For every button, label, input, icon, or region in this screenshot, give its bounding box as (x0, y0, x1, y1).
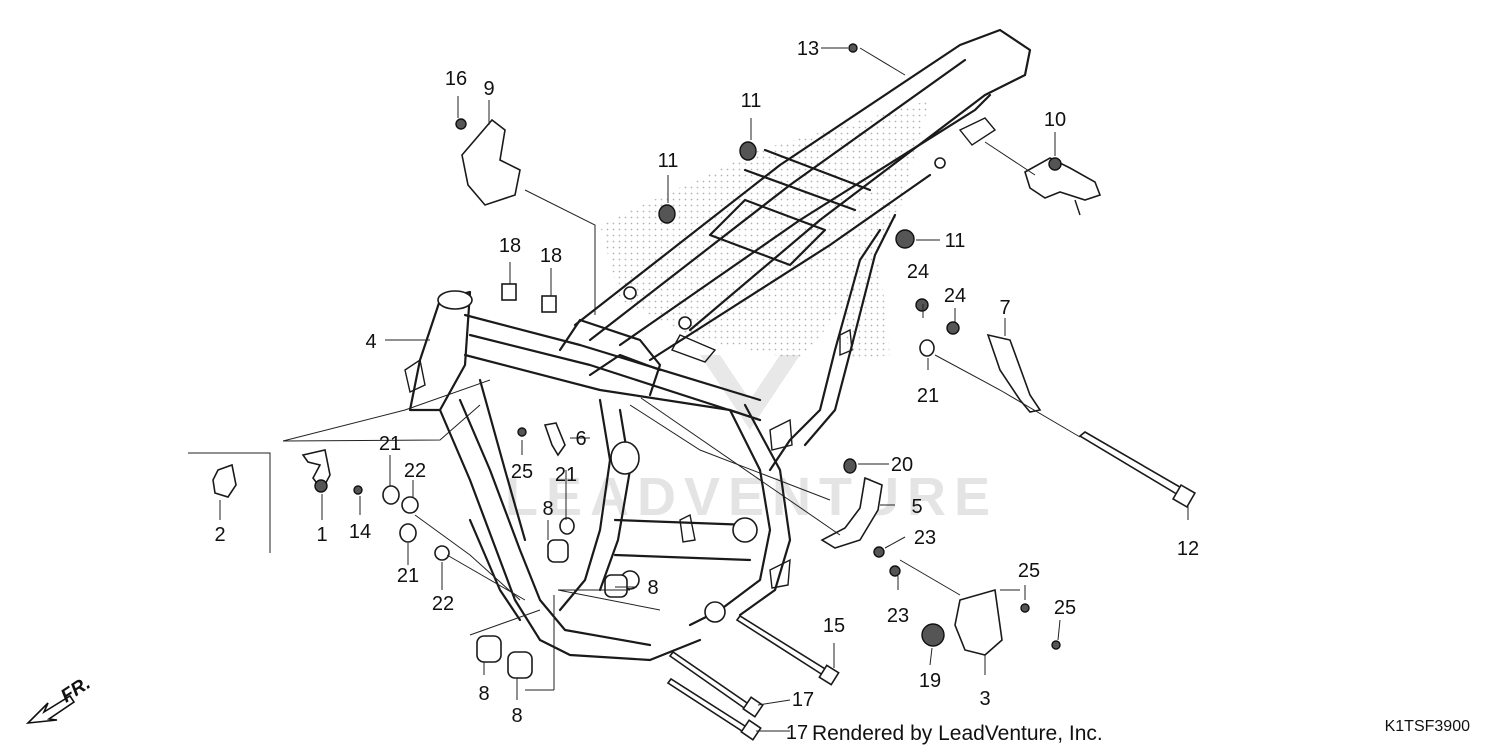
callout-18-a[interactable]: 18 (499, 235, 521, 257)
callout-10[interactable]: 10 (1044, 109, 1066, 131)
parts (212, 43, 1197, 741)
part-10-latch (1024, 157, 1102, 201)
part-22-washer-b (434, 545, 450, 561)
part-21-collar-a (382, 485, 400, 505)
part-3-plate (954, 588, 1003, 656)
part-21-collar-c (559, 517, 575, 535)
callout-6[interactable]: 6 (575, 428, 586, 450)
callout-4[interactable]: 4 (365, 331, 376, 353)
part-9-bracket (461, 118, 521, 206)
watermark: LEADVENTURE (505, 355, 998, 527)
callout-17-b[interactable]: 17 (786, 722, 808, 744)
leader-lines (188, 47, 1189, 732)
part-18-clip-b (541, 295, 557, 313)
part-16-bolt (455, 118, 467, 130)
callout-8-b[interactable]: 8 (647, 577, 658, 599)
callout-12[interactable]: 12 (1177, 538, 1199, 560)
part-17-bolt-a (668, 650, 752, 712)
part-11-grommet-c (895, 229, 915, 249)
part-21-collar-b (399, 523, 417, 543)
part-20-nut (843, 458, 857, 474)
hatch-region (600, 100, 930, 360)
callout-20[interactable]: 20 (891, 454, 913, 476)
part-24-bolt-b (946, 321, 960, 335)
part-19-switch (921, 623, 945, 647)
callout-17-a[interactable]: 17 (792, 689, 814, 711)
part-23-bolt-b (889, 565, 901, 577)
part-18-clip-a (501, 283, 517, 301)
callout-11-b[interactable]: 11 (658, 150, 679, 172)
callout-21-d[interactable]: 21 (917, 385, 939, 407)
part-22-washer-a (401, 496, 419, 514)
main-frame (404, 28, 1032, 662)
callout-5[interactable]: 5 (911, 496, 922, 518)
part-21-collar-d (919, 339, 935, 357)
part-2-clamp (212, 463, 237, 498)
part-24-bolt-a (915, 298, 929, 312)
part-25-screw-c (517, 427, 527, 437)
part-6-clip (543, 422, 566, 457)
part-8-bushing-d (507, 651, 533, 679)
part-12-bolt (1078, 431, 1187, 498)
callout-18-b[interactable]: 18 (540, 245, 562, 267)
callout-8-d[interactable]: 8 (511, 705, 522, 727)
footer-credit: Rendered by LeadVenture, Inc. (812, 722, 1103, 745)
front-direction-arrow: FR. (25, 673, 94, 725)
callout-14[interactable]: 14 (349, 521, 371, 543)
part-11-grommet-b (658, 204, 676, 224)
part-7-plate (986, 333, 1042, 413)
callouts: 1 2 3 4 5 6 7 8 8 8 8 9 10 11 11 11 12 1… (214, 38, 1199, 744)
callout-13[interactable]: 13 (797, 38, 819, 60)
part-15-bolt (735, 614, 832, 679)
callout-3[interactable]: 3 (979, 688, 990, 710)
part-13-bolt (848, 43, 858, 53)
callout-21-c[interactable]: 21 (397, 565, 419, 587)
part-25-screw-a (1020, 603, 1030, 613)
callout-21-a[interactable]: 21 (379, 433, 401, 455)
watermark-text: LEADVENTURE (505, 467, 998, 527)
part-11-grommet-a (739, 141, 757, 161)
callout-21-b[interactable]: 21 (555, 464, 577, 486)
callout-22-a[interactable]: 22 (404, 460, 426, 482)
callout-11-c[interactable]: 11 (945, 230, 966, 252)
callout-9[interactable]: 9 (483, 78, 494, 100)
diagram-code: K1TSF3900 (1385, 718, 1470, 735)
part-25-screw-b (1051, 640, 1061, 650)
callout-7[interactable]: 7 (999, 297, 1010, 319)
callout-16[interactable]: 16 (445, 68, 467, 90)
callout-22-b[interactable]: 22 (432, 593, 454, 615)
callout-8-a[interactable]: 8 (542, 498, 553, 520)
callout-25-a[interactable]: 25 (511, 461, 533, 483)
callout-15[interactable]: 15 (823, 615, 845, 637)
part-8-bushing-a (547, 539, 569, 563)
callout-2[interactable]: 2 (214, 524, 225, 546)
part-17-bolt-b (666, 677, 750, 735)
part-5-bracket (820, 476, 883, 549)
callout-11-a[interactable]: 11 (741, 90, 762, 112)
callout-8-c[interactable]: 8 (478, 683, 489, 705)
part-14-screw (353, 485, 363, 495)
part-23-bolt-a (873, 546, 885, 558)
callout-1[interactable]: 1 (316, 524, 327, 546)
callout-24-b[interactable]: 24 (944, 285, 966, 307)
part-8-bushing-b (604, 574, 628, 598)
callout-23-b[interactable]: 23 (887, 605, 909, 627)
callout-24-a[interactable]: 24 (907, 261, 929, 283)
callout-19[interactable]: 19 (919, 670, 941, 692)
callout-25-b[interactable]: 25 (1018, 560, 1040, 582)
callout-23-a[interactable]: 23 (914, 527, 936, 549)
callout-25-c[interactable]: 25 (1054, 597, 1076, 619)
part-8-bushing-c (476, 635, 502, 663)
